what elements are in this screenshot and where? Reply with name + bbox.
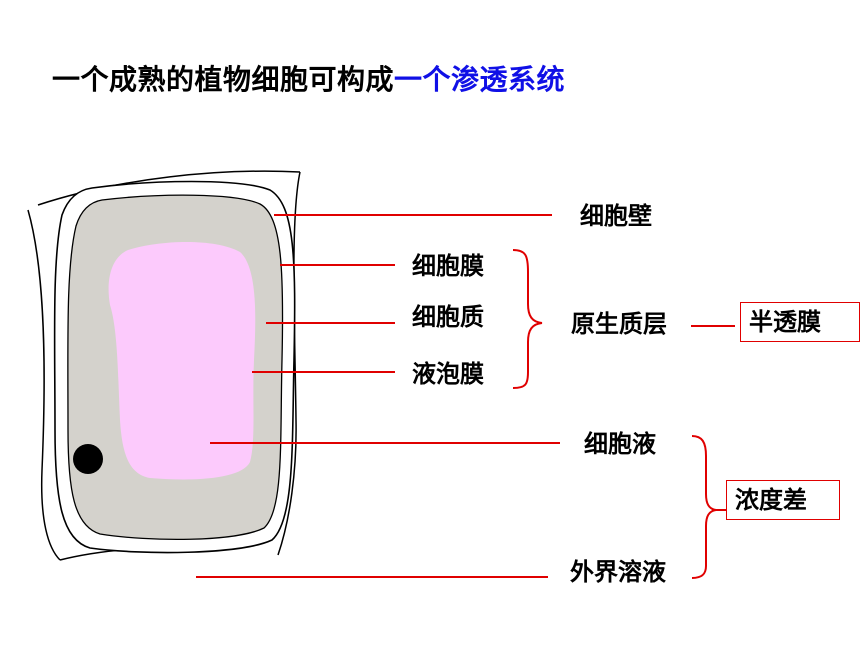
box-semi-permeable: 半透膜 — [740, 302, 860, 342]
vacuole-region — [108, 242, 256, 480]
label-external-solution: 外界溶液 — [570, 558, 666, 586]
label-protoplast-layer: 原生质层 — [571, 310, 667, 338]
neighbor-cell-top-outline — [37, 170, 301, 206]
label-cell-sap: 细胞液 — [584, 430, 656, 458]
label-tonoplast: 液泡膜 — [412, 360, 484, 388]
page-title: 一个成熟的植物细胞可构成一个渗透系统 — [52, 58, 565, 98]
title-main: 一个成熟的植物细胞可构成 — [52, 63, 395, 96]
neighbor-cell-left-outline — [27, 209, 61, 561]
brace-concentration — [691, 435, 717, 579]
label-cell-membrane: 细胞膜 — [412, 252, 484, 280]
box-concentration-diff: 浓度差 — [726, 480, 840, 520]
nucleus — [73, 444, 103, 474]
neighbor-cell-right-outline — [277, 171, 301, 556]
title-highlight: 一个渗透系统 — [394, 63, 566, 96]
label-cell-wall: 细胞壁 — [580, 202, 652, 230]
label-cytoplasm: 细胞质 — [412, 303, 484, 331]
brace-protoplast-layer — [512, 249, 543, 389]
